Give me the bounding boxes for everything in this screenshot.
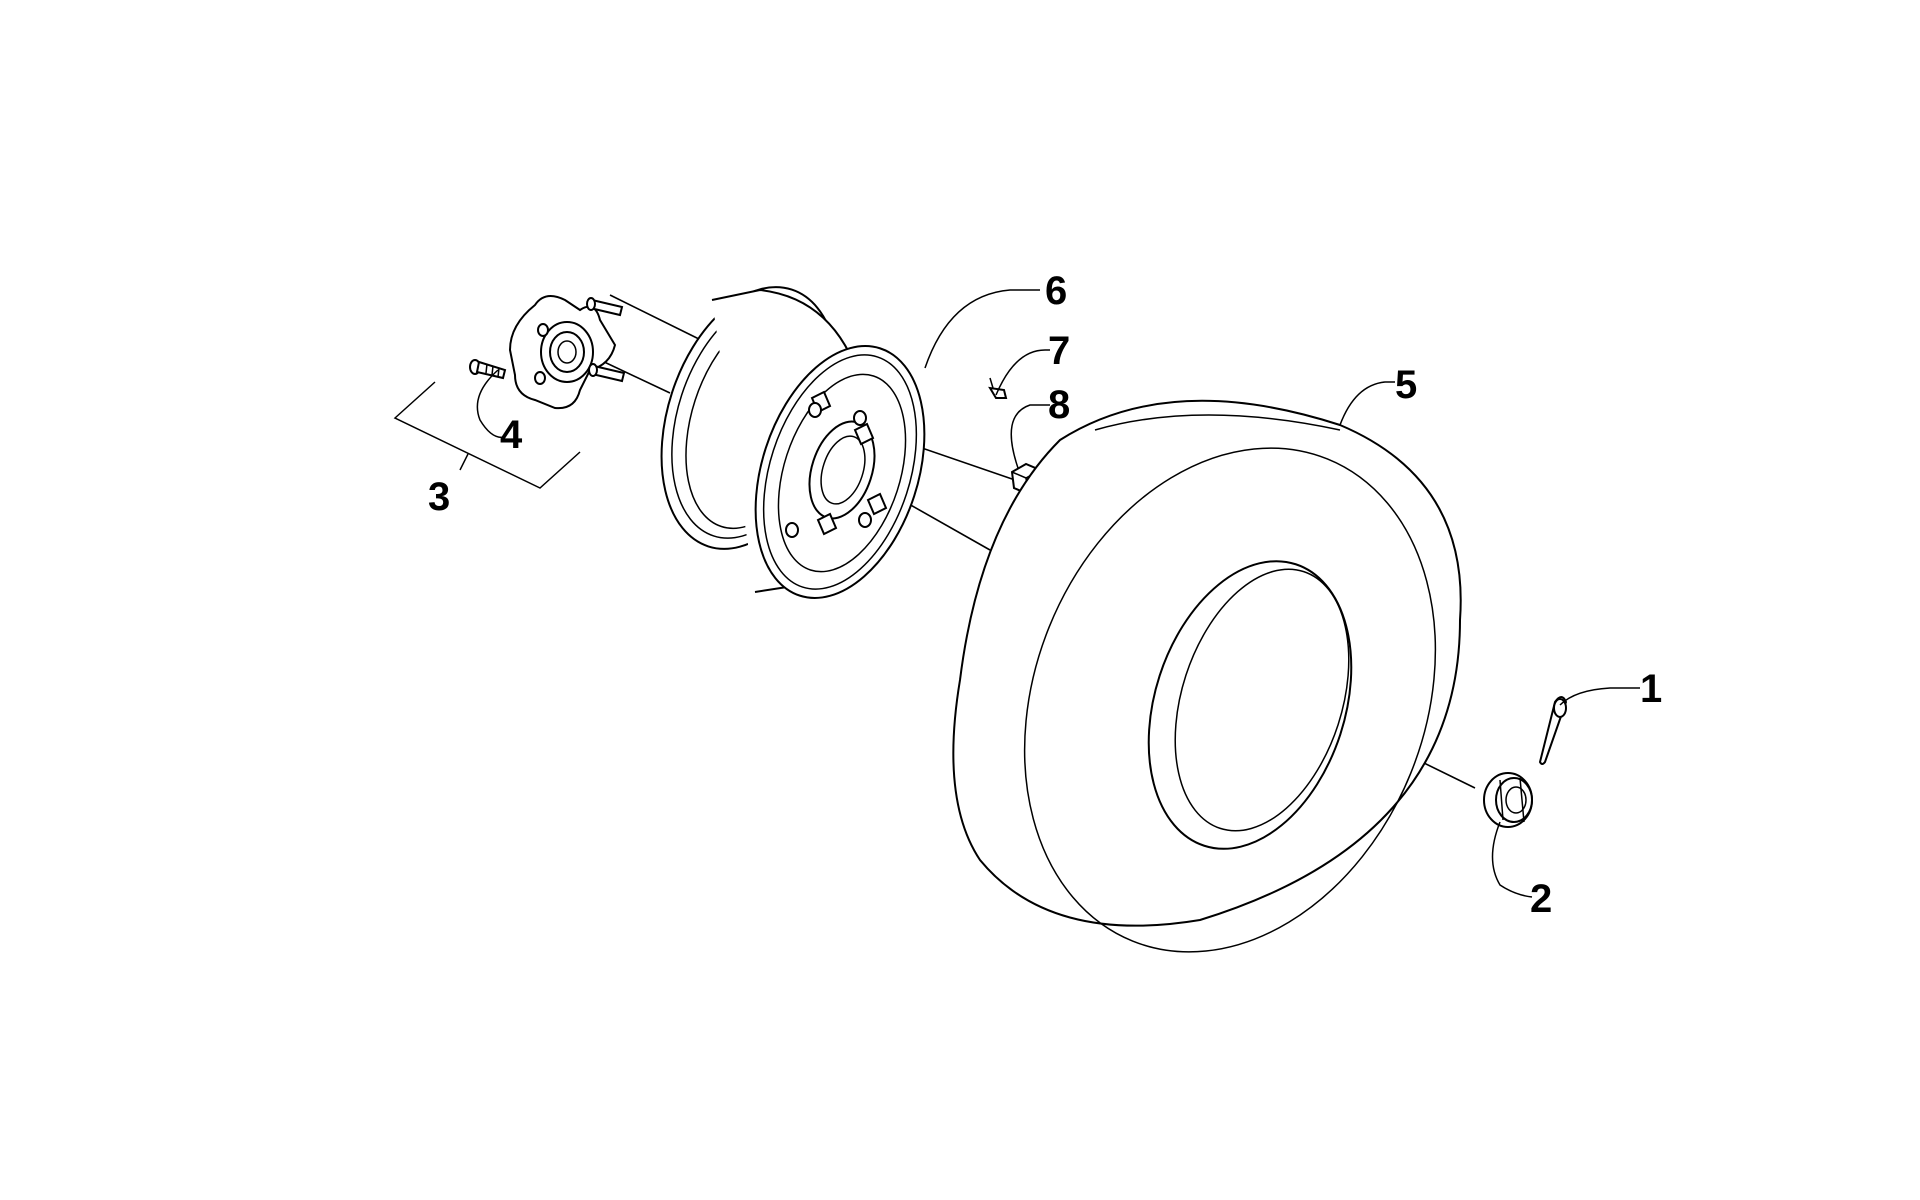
wheel-rim	[660, 286, 926, 599]
callout-label-7: 7	[1048, 329, 1070, 373]
callout-label-2: 2	[1530, 877, 1552, 921]
callout-label-4: 4	[500, 413, 523, 457]
hub-flange	[508, 295, 617, 410]
callout-labels: 1 2 3 4 5 6 7 8	[428, 269, 1662, 921]
tire	[952, 399, 1462, 953]
hub-studs	[586, 297, 626, 383]
wheel-stud-loose	[469, 359, 507, 380]
callout-label-6: 6	[1045, 269, 1067, 313]
callout-label-3: 3	[428, 475, 450, 519]
castle-nut	[1483, 772, 1533, 828]
leader-lines	[476, 289, 1640, 898]
callout-label-5: 5	[1395, 363, 1417, 407]
callout-label-1: 1	[1640, 667, 1662, 711]
callout-label-8: 8	[1048, 383, 1070, 427]
cotter-pin	[1538, 696, 1568, 765]
hub-assembly-bracket	[393, 381, 581, 489]
